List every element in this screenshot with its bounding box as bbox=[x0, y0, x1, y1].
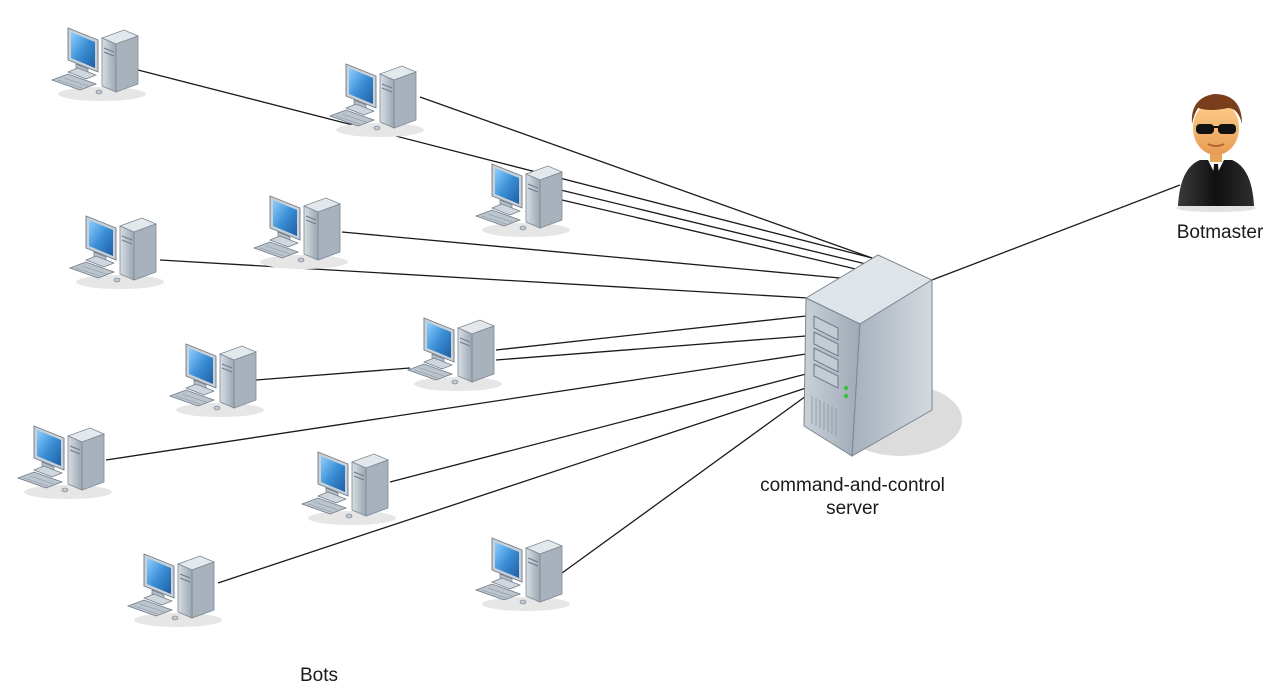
link-botmaster bbox=[931, 184, 1181, 281]
server-label-line2: server bbox=[826, 498, 879, 519]
link-bot-1 bbox=[137, 69, 873, 259]
connection-lines bbox=[105, 69, 1181, 584]
desktop-computer-icon bbox=[253, 195, 349, 270]
desktop-computer-icon bbox=[51, 27, 147, 102]
link-bot-6b bbox=[495, 335, 807, 361]
server-label: command-and-control server bbox=[745, 474, 960, 520]
link-bot-7 bbox=[255, 367, 411, 381]
server-label-line1: command-and-control bbox=[760, 475, 945, 496]
desktop-computer-icon bbox=[475, 163, 571, 238]
link-bot-9 bbox=[389, 373, 807, 483]
desktop-computer-icon bbox=[301, 451, 397, 526]
link-bot-5 bbox=[159, 259, 809, 299]
desktop-computer-icon bbox=[329, 63, 425, 138]
desktop-computer-icon bbox=[169, 343, 265, 418]
link-bot-8 bbox=[105, 353, 807, 461]
botmaster-label: Botmaster bbox=[1176, 222, 1264, 243]
link-bot-3b bbox=[539, 184, 867, 265]
link-bot-10 bbox=[217, 387, 807, 584]
tower-server-icon bbox=[803, 254, 962, 457]
link-bot-6 bbox=[495, 315, 807, 351]
link-bot-11 bbox=[561, 395, 807, 574]
link-bot-3 bbox=[561, 199, 861, 271]
desktop-computer-icon bbox=[407, 317, 503, 392]
desktop-computer-icon bbox=[475, 537, 571, 612]
desktop-computer-icon bbox=[17, 425, 113, 500]
desktop-computer-icon bbox=[69, 215, 165, 290]
desktop-computer-icon bbox=[127, 553, 223, 628]
link-bot-4 bbox=[341, 231, 841, 279]
bots-label: Bots bbox=[300, 665, 339, 686]
bot-computers bbox=[17, 27, 571, 628]
link-bot-2 bbox=[419, 96, 873, 259]
person-with-sunglasses-icon bbox=[1176, 94, 1256, 212]
